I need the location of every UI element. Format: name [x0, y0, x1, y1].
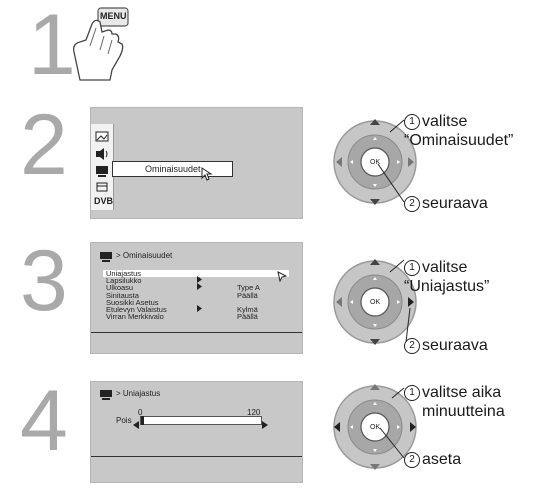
setup-icon	[95, 180, 109, 198]
features-header-icon	[99, 387, 113, 405]
sleep-timer-header: > Uniajastus	[116, 389, 161, 398]
callout-lines	[370, 386, 410, 481]
row-label: Lapsilukko	[106, 276, 142, 286]
features-list-row[interactable]: Sinitausta Päällä	[103, 290, 289, 300]
slider-left-label: Pois	[116, 416, 132, 425]
features-list-row[interactable]: Etulevyn Valaistus Kylmä	[103, 305, 289, 314]
tv-screen-sleep-timer: > Uniajastus 0 120 Pois	[90, 381, 303, 483]
slider-thumb[interactable]	[141, 416, 144, 425]
features-list-row[interactable]: Virran Merkkivalo Päällä	[103, 312, 289, 322]
row-value: Type A	[237, 283, 260, 293]
callout-number-1: 1	[404, 114, 420, 130]
menu-item-label: Ominaisuudet	[145, 164, 201, 174]
features-list-row[interactable]: Lapsilukko	[103, 276, 289, 291]
callout-number-1: 1	[404, 385, 420, 401]
remote-navigation-pad-icon	[330, 253, 420, 351]
features-header: > Ominaisuudet	[116, 251, 173, 260]
features-icon	[95, 164, 109, 182]
screen-divider	[91, 332, 302, 333]
step-4-number: 4	[20, 373, 68, 469]
selected-row-highlight[interactable]	[103, 270, 289, 277]
menu-key-label: MENU	[100, 11, 127, 21]
slider-left-arrow-icon[interactable]	[133, 416, 139, 434]
picture-icon	[95, 130, 109, 148]
features-header-icon	[99, 249, 113, 267]
ok-button-label: OK	[370, 424, 381, 431]
features-list-row[interactable]: Uniajastus	[103, 269, 289, 283]
row-label: Suosikki Asetus	[106, 297, 159, 307]
callout-number-2: 2	[404, 338, 420, 354]
tv-screen-main-menu: Ominaisuudet DVB	[90, 107, 303, 219]
pointer-cursor-icon	[277, 269, 288, 287]
remote-navigation-pad-icon	[330, 113, 420, 211]
row-label: Ulkoasu	[106, 283, 134, 293]
slider-max-label: 120	[247, 408, 261, 417]
slider-right-arrow-icon[interactable]	[262, 416, 268, 434]
callout-number-1: 1	[404, 260, 420, 276]
callout-number-2: 2	[404, 196, 420, 212]
row-value: Päällä	[237, 290, 258, 300]
submenu-arrow-icon	[197, 299, 202, 317]
dvb-icon: DVB	[94, 196, 114, 206]
sleep-timer-slider[interactable]	[140, 416, 262, 425]
step-2-number: 2	[20, 97, 68, 193]
row-label: Uniajastus	[106, 269, 142, 278]
menu-key-hand-icon	[72, 6, 134, 82]
features-list-row[interactable]: Suosikki Asetus	[103, 297, 289, 312]
row-label: Sinitausta	[106, 290, 139, 300]
submenu-arrow-icon	[197, 277, 202, 295]
row-value: Kylmä	[237, 305, 258, 314]
submenu-arrow-icon	[197, 270, 202, 288]
callout-number-2: 2	[404, 452, 420, 468]
callout-lines	[370, 118, 410, 213]
screen-divider	[91, 456, 302, 457]
pointer-cursor-icon	[201, 167, 213, 186]
row-label: Etulevyn Valaistus	[106, 305, 167, 314]
ok-button-label: OK	[370, 159, 381, 166]
step-3-number: 3	[20, 233, 68, 329]
step-1-number: 1	[28, 0, 76, 93]
slider-min-label: 0	[138, 408, 143, 417]
features-list-row[interactable]: Ulkoasu Type A	[103, 283, 289, 293]
callout-lines	[384, 258, 414, 353]
row-value: Päällä	[237, 312, 258, 322]
row-label: Virran Merkkivalo	[106, 312, 164, 322]
remote-navigation-pad-icon	[330, 378, 420, 476]
sound-icon	[95, 147, 109, 165]
ok-button-label: OK	[370, 299, 381, 306]
